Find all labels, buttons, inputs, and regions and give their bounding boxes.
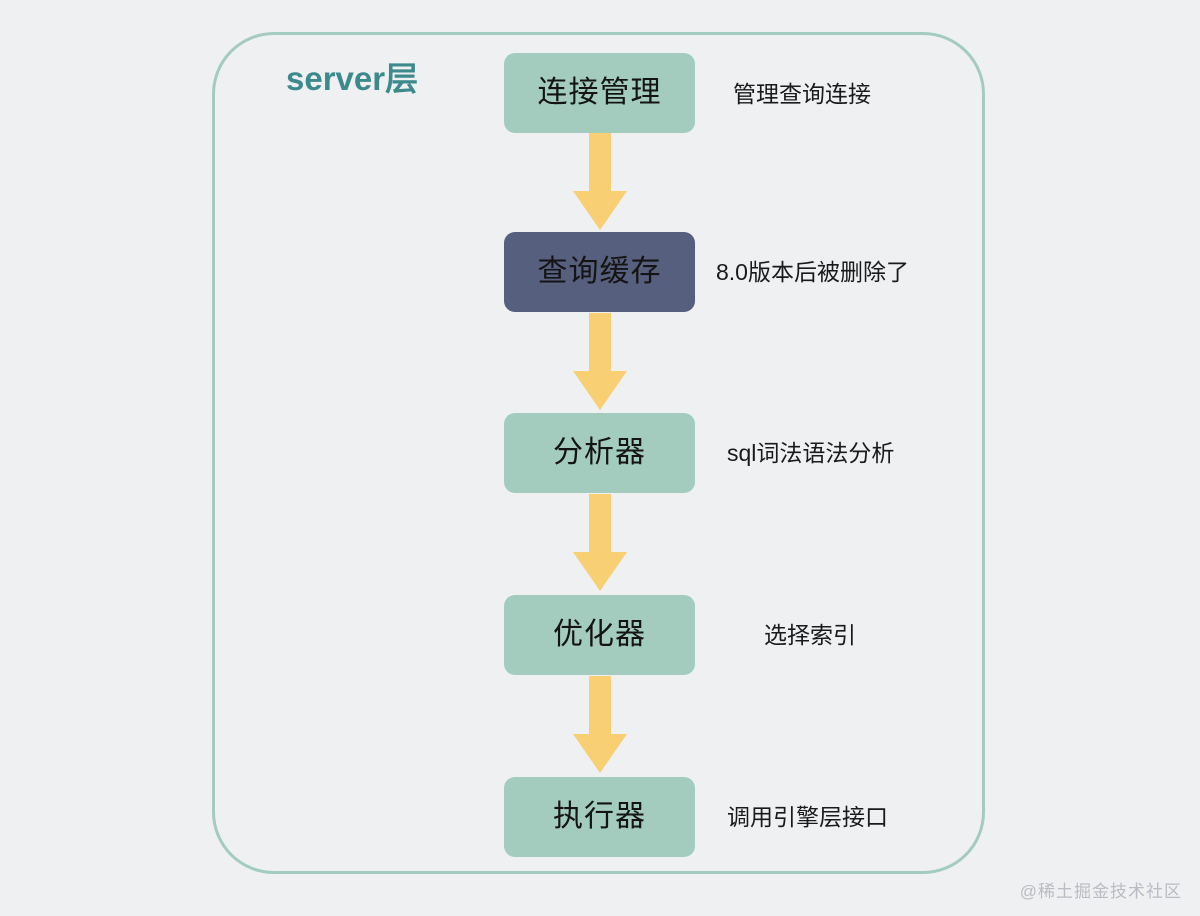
flow-note-query-cache: 8.0版本后被删除了: [716, 259, 909, 285]
flow-node-analyzer[interactable]: 分析器: [504, 413, 695, 493]
flow-note-optimizer: 选择索引: [764, 622, 856, 648]
flow-node-label: 执行器: [553, 800, 646, 833]
flow-node-connection-manager[interactable]: 连接管理: [504, 53, 695, 133]
flow-node-label: 优化器: [553, 618, 646, 651]
watermark: @稀土掘金技术社区: [1019, 882, 1182, 901]
flow-node-optimizer[interactable]: 优化器: [504, 595, 695, 675]
flow-node-label: 查询缓存: [537, 255, 662, 288]
down-arrow-icon: [565, 313, 635, 413]
flow-node-label: 连接管理: [537, 76, 662, 109]
flow-node-query-cache[interactable]: 查询缓存: [504, 232, 695, 312]
flow-node-executor[interactable]: 执行器: [504, 777, 695, 857]
down-arrow-icon: [565, 494, 635, 594]
flow-note-analyzer: sql词法语法分析: [727, 440, 895, 466]
flow-node-label: 分析器: [553, 436, 646, 469]
server-layer-container: [212, 32, 985, 874]
down-arrow-icon: [565, 676, 635, 776]
flow-note-executor: 调用引擎层接口: [727, 804, 888, 830]
down-arrow-icon: [565, 133, 635, 233]
flow-note-connection-manager: 管理查询连接: [733, 81, 871, 107]
layer-title: server层: [286, 60, 419, 97]
